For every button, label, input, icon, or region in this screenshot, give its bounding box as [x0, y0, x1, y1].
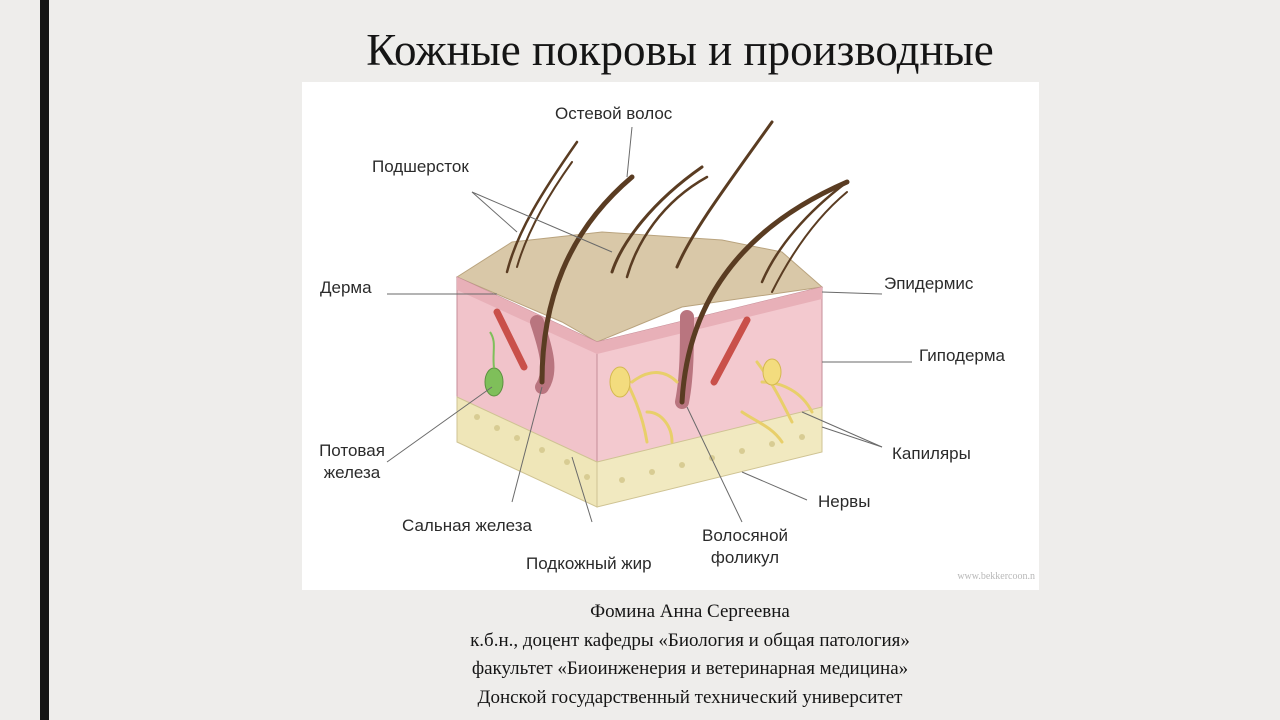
- label-hair-follicle-line1: Волосяной: [701, 526, 789, 545]
- label-undercoat: Подшерсток: [372, 157, 469, 176]
- author-name: Фомина Анна Сергеевна: [590, 601, 790, 622]
- label-hypodermis: Гиподерма: [919, 346, 1006, 365]
- skin-diagram: Остевой волос Подшерсток Дерма Эпидермис…: [302, 82, 1039, 590]
- author-university: Донской государственный технический унив…: [477, 686, 903, 708]
- hairs: [505, 120, 850, 405]
- skin-illustration: [386, 120, 912, 523]
- label-subcutaneous-fat: Подкожный жир: [526, 554, 652, 573]
- label-sebaceous-gland: Сальная железа: [402, 516, 532, 535]
- label-sweat-gland: Потовая железа: [312, 440, 392, 484]
- label-hair-follicle-line2: фоликул: [710, 548, 780, 567]
- epidermis-right-strip: [597, 287, 822, 354]
- sweat-gland-shape: [484, 367, 504, 397]
- label-epidermis: Эпидермис: [884, 274, 974, 293]
- epidermis-left-strip: [457, 277, 597, 354]
- left-accent-bar: [40, 0, 49, 720]
- muscle-right: [710, 316, 751, 386]
- sebaceous-gland-left: [609, 366, 631, 398]
- author-credits: Фомина Анна Сергеевна к.б.н., доцент каф…: [300, 598, 1080, 712]
- author-faculty: факультет «Биоинженерия и ветеринарная м…: [471, 658, 909, 679]
- label-nerves: Нервы: [818, 492, 871, 511]
- label-guard-hair: Остевой волос: [555, 104, 673, 123]
- label-dermis: Дерма: [320, 278, 372, 297]
- leader-lines: [386, 126, 912, 523]
- slide-title: Кожные покровы и производные: [366, 25, 994, 75]
- label-hair-follicle: Волосяной фоликул: [690, 525, 800, 569]
- watermark: www.bekkercoon.n: [957, 571, 1035, 582]
- author-position: к.б.н., доцент кафедры «Биология и общая…: [470, 629, 910, 651]
- sebaceous-gland-right: [762, 358, 782, 386]
- label-sweat-gland-line1: Потовая: [319, 441, 385, 460]
- label-capillaries: Капиляры: [892, 444, 971, 463]
- sweat-duct: [489, 331, 495, 369]
- fat-texture: [474, 414, 805, 483]
- muscle-left: [493, 308, 528, 371]
- nerve-branches: [620, 360, 814, 444]
- label-sweat-gland-line2: железа: [323, 463, 381, 482]
